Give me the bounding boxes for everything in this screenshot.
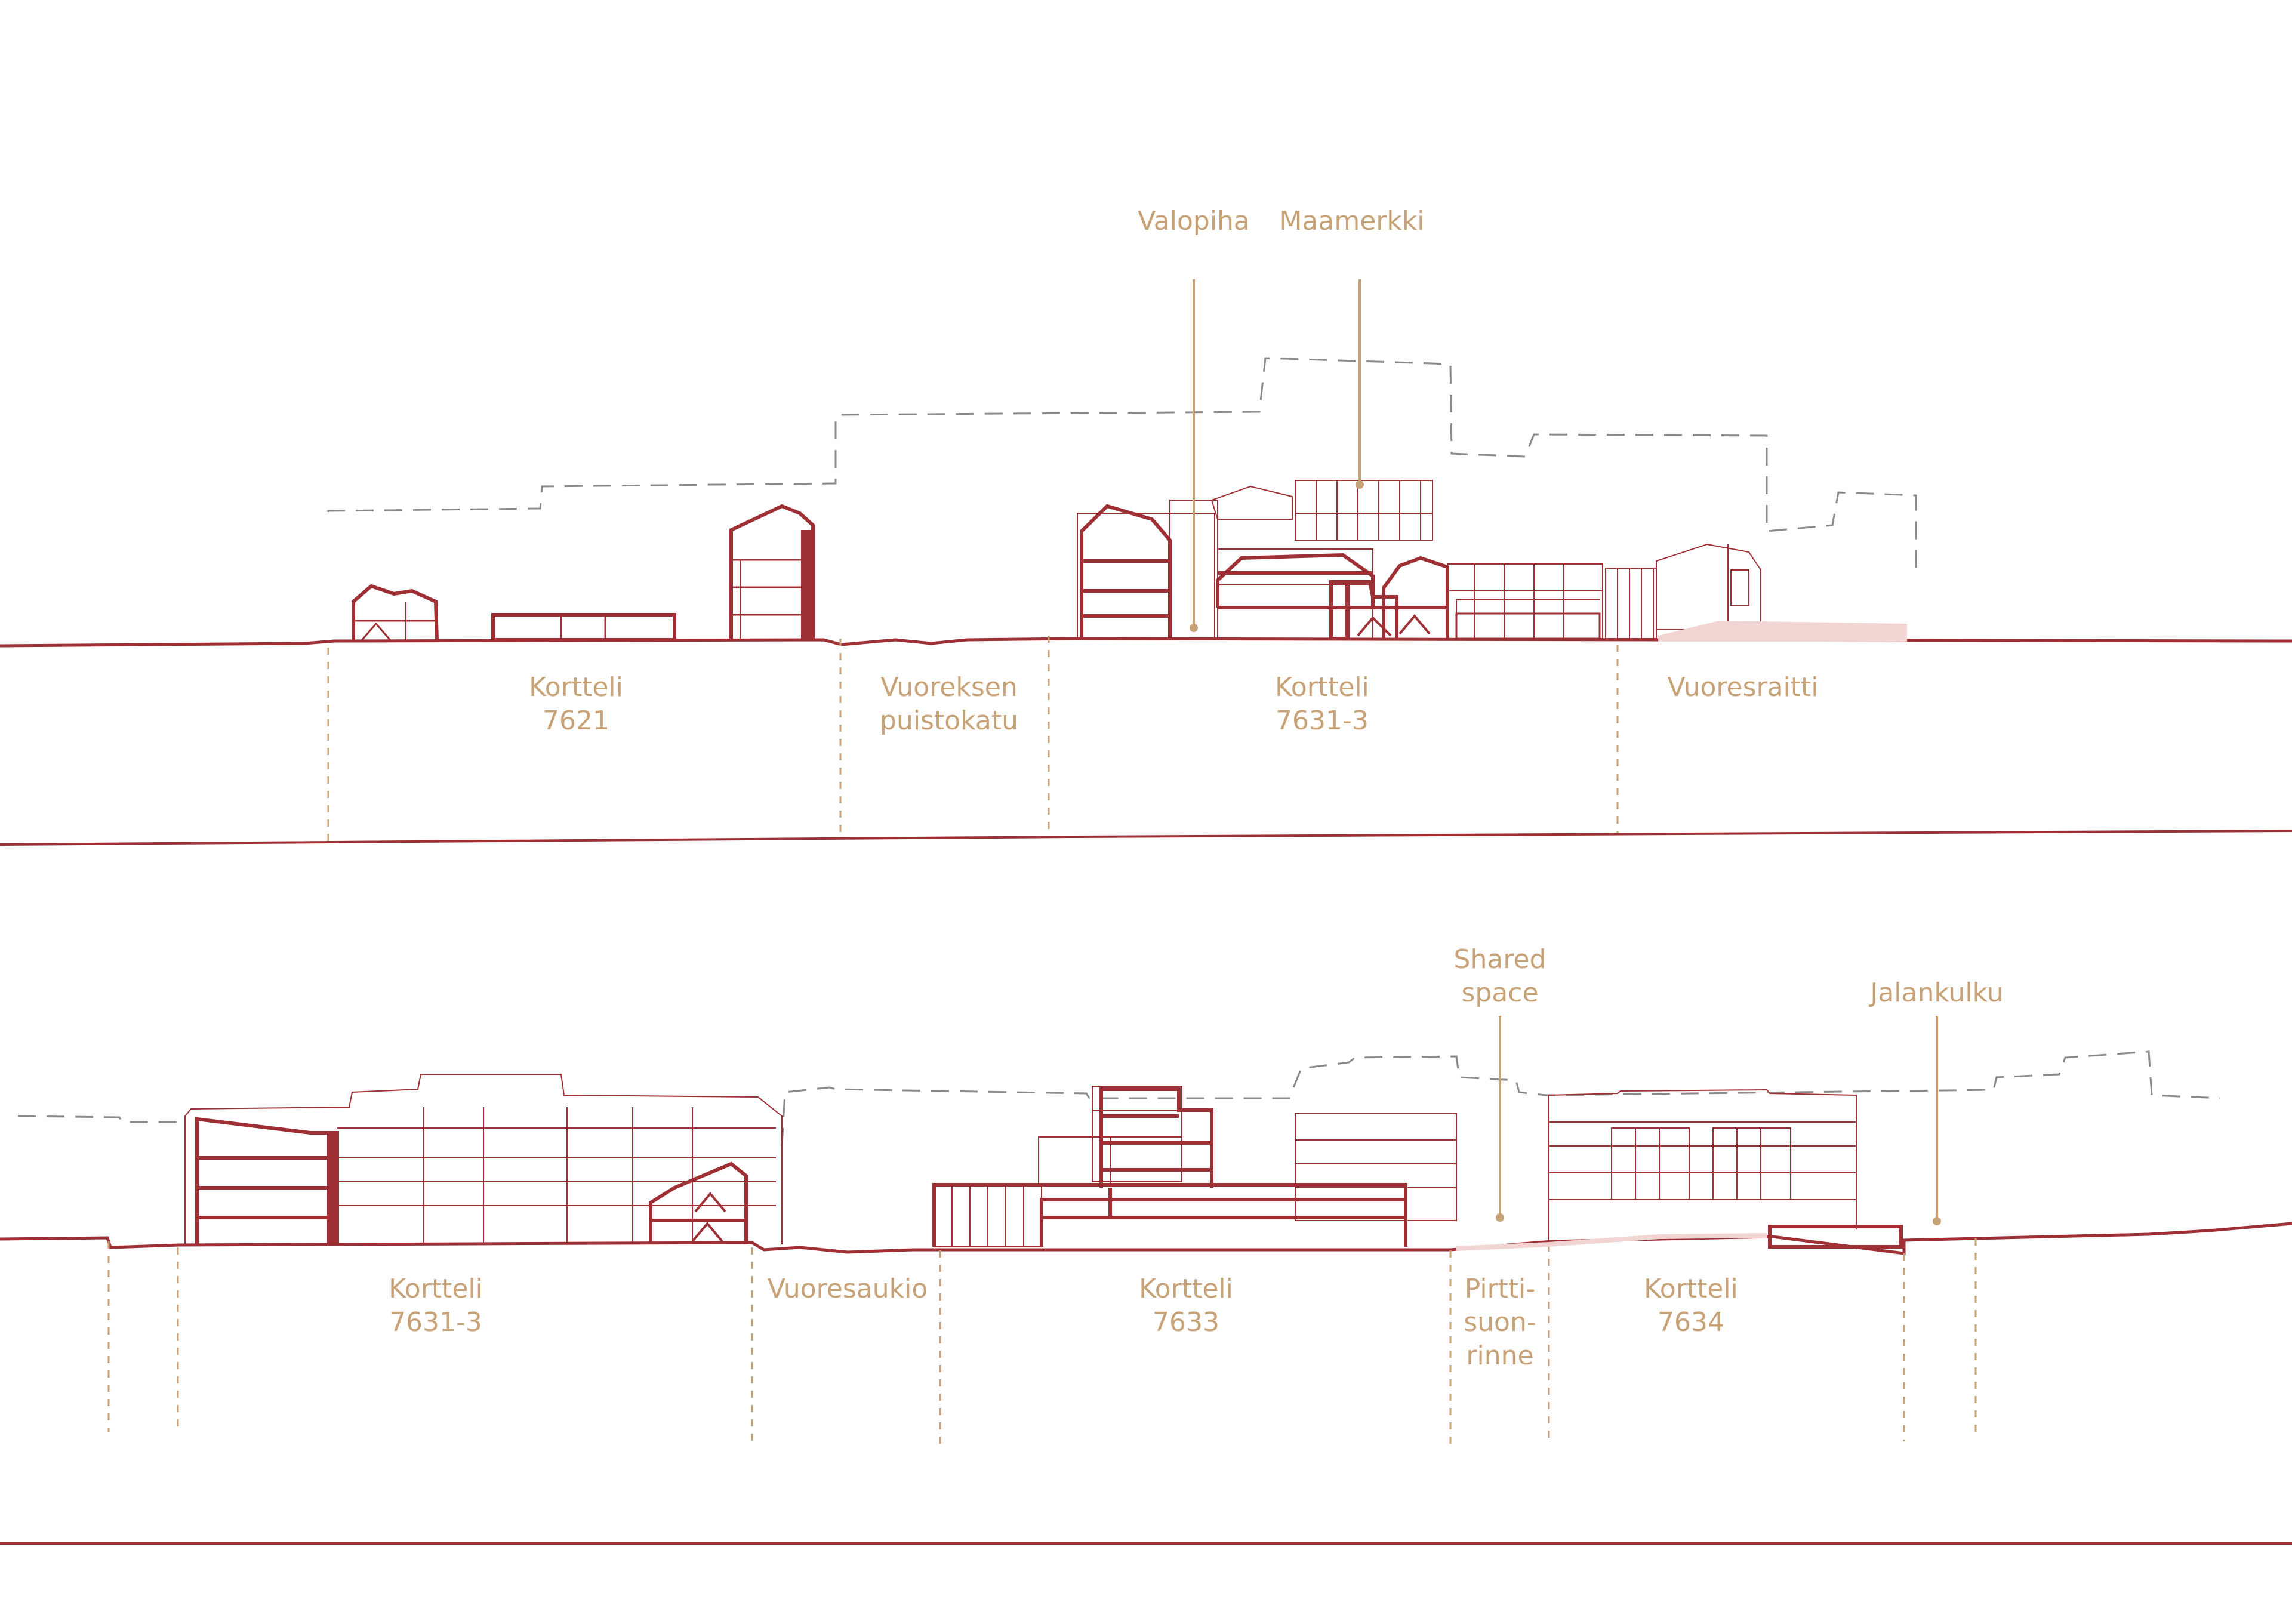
zone-dividers-1 bbox=[327, 636, 1619, 842]
zone-label-vuoreksen-line1: Vuoreksen bbox=[880, 672, 1017, 702]
callout-dot-shared-space bbox=[1496, 1213, 1504, 1222]
zone-label-vuoreksen-line2: puistokatu bbox=[880, 705, 1018, 736]
zone-label-pirttisuonrinne-line2: suon- bbox=[1464, 1307, 1536, 1338]
ghost-skyline-2 bbox=[17, 1050, 2221, 1147]
callout-valopiha: Valopiha bbox=[1138, 206, 1250, 236]
ground-line-1 bbox=[0, 637, 2292, 648]
callout-dot-jalankulku bbox=[1933, 1217, 1941, 1225]
zone-label-kortteli-7621-line1: Kortteli bbox=[529, 672, 623, 702]
zone-label-vuoresaukio: Vuoresaukio bbox=[768, 1274, 928, 1304]
callout-dot-maamerkki bbox=[1356, 480, 1364, 489]
zone-label-kortteli-7631-3-b-line1: Kortteli bbox=[389, 1274, 483, 1304]
zone-label-kortteli-7633-line1: Kortteli bbox=[1139, 1274, 1233, 1304]
kortteli-7621-buildings bbox=[352, 504, 815, 642]
zone-label-kortteli-7631-3-line2: 7631-3 bbox=[1276, 705, 1369, 736]
kortteli-7633-buildings bbox=[932, 1086, 1457, 1247]
zone-label-pirttisuonrinne-line3: rinne bbox=[1466, 1341, 1533, 1371]
zone-label-kortteli-7631-3-line1: Kortteli bbox=[1275, 672, 1369, 702]
zone-label-kortteli-7634-line2: 7634 bbox=[1658, 1307, 1724, 1338]
callout-shared-space-line2: space bbox=[1461, 978, 1538, 1008]
callout-leaders-2 bbox=[1499, 1016, 1938, 1221]
kortteli-7631-3-complex bbox=[1077, 480, 1907, 642]
ground-line-2 bbox=[0, 1222, 2292, 1255]
zone-label-kortteli-7631-3-b-line2: 7631-3 bbox=[389, 1307, 482, 1338]
zone-label-kortteli-7634-line1: Kortteli bbox=[1644, 1274, 1738, 1304]
section-1: Valopiha Maamerkki Kortteli 7621 Vuoreks… bbox=[0, 206, 2292, 846]
callout-dot-valopiha bbox=[1190, 624, 1198, 632]
callout-maamerkki: Maamerkki bbox=[1279, 206, 1424, 236]
callout-leaders-1 bbox=[1193, 279, 1361, 628]
callout-shared-space-line1: Shared bbox=[1454, 944, 1547, 975]
zone-label-kortteli-7633-line2: 7633 bbox=[1153, 1307, 1219, 1338]
ghost-skyline-1 bbox=[327, 357, 1917, 573]
kortteli-7634-buildings bbox=[1456, 1089, 1903, 1251]
zone-dividers-2 bbox=[107, 1238, 1977, 1444]
zone-label-kortteli-7621-line2: 7621 bbox=[543, 705, 609, 736]
section-2: Shared space Jalankulku Kortteli 7631-3 … bbox=[0, 944, 2292, 1545]
zone-label-vuoresraitti: Vuoresraitti bbox=[1667, 672, 1818, 702]
section-baseline-1 bbox=[0, 830, 2292, 846]
kortteli-7631-3-elevation bbox=[184, 1074, 783, 1244]
zone-label-pirttisuonrinne-line1: Pirtti- bbox=[1465, 1274, 1536, 1304]
callout-jalankulku: Jalankulku bbox=[1868, 978, 2003, 1008]
